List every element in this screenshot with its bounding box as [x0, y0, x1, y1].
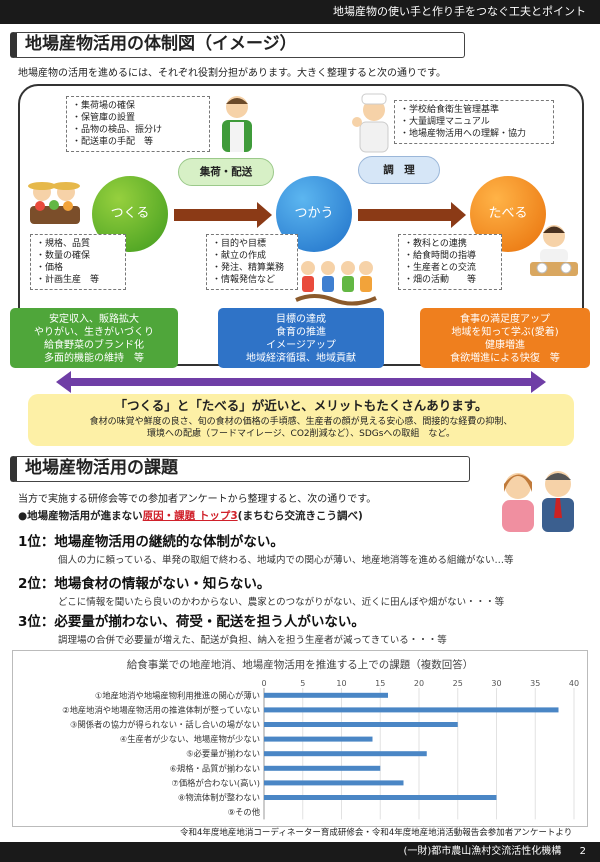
rank2-desc: どこに情報を聞いたら良いのかわからない、農家とのつながりがない、近くに田んぼや畑…	[58, 597, 505, 608]
x-tick-label: 40	[569, 679, 579, 688]
bar	[264, 780, 404, 786]
arrow-make-to-use	[174, 202, 272, 228]
x-tick-label: 25	[453, 679, 463, 688]
note-distribution: ・集荷場の確保 ・保管庫の設置 ・品物の検品、振分け ・配送車の手配 等	[66, 96, 210, 152]
causes-heading-red: 原因・課題 トップ3	[142, 510, 238, 522]
section2-intro: 当方で実施する研修会等での参加者アンケートから整理すると、次の通りです。	[18, 494, 377, 505]
x-tick-label: 35	[530, 679, 540, 688]
note-eat: ・教科との連携 ・給食時間の指導 ・生産者との交流 ・畑の活動 等	[398, 234, 502, 290]
category-label: ⑨その他	[228, 807, 260, 817]
bar	[264, 736, 373, 742]
cook-illustration	[352, 93, 389, 153]
causes-heading: ●地場産物活用が進まない原因・課題 トップ3(まちむら交流きこう調べ)	[18, 510, 363, 522]
merit-box: 「つくる」と「たべる」が近いと、メリットもたくさんあります。 食材の味覚や鮮度の…	[28, 394, 574, 446]
chart-source: 令和4年度地産地消コーディネーター育成研修会・令和4年度地産地消活動報告会参加者…	[180, 828, 573, 838]
rank3-desc: 調理場の合併で必要量が増えた、配送が負担、納入を担う生産者が減ってきている・・・…	[58, 635, 447, 646]
bar	[264, 692, 388, 698]
rank1-desc: 個人の力に頼っている、単発の取組で終わる、地域内での関心が薄い、地産地消等を進め…	[58, 555, 514, 566]
double-arrow	[56, 371, 546, 393]
chart-frame	[12, 650, 588, 827]
merit-line2: 環境への配慮（フードマイレージ、CO2削減など）、SDGsへの取組 など。	[146, 429, 455, 439]
note-use: ・目的や目標 ・献立の作成 ・発注、精算業務 ・情報発信など	[206, 234, 298, 290]
category-label: ⑦価格が合わない(高い)	[171, 778, 260, 788]
footer-bar: (一財)都市農山漁村交流活性化機構 2	[0, 842, 600, 862]
bar	[264, 707, 559, 713]
category-label: ①地産地消や地場産物利用推進の関心が薄い	[95, 690, 260, 700]
category-label: ③関係者の協力が得られない・話し合いの場がない	[70, 720, 260, 730]
merit-line1: 食材の味覚や鮮度の良さ、旬の食材の価格の手頃感、生産者の顔が見える安心感、間接的…	[89, 417, 513, 427]
category-label: ⑥規格・品質が揃わない	[170, 763, 260, 773]
x-tick-label: 5	[300, 679, 305, 688]
category-label: ④生産者が少ない、地場産物が少ない	[120, 734, 260, 744]
note-cooking: ・学校給食衛生管理基準 ・大量調理マニュアル ・地場産物活用への理解・協力	[394, 100, 554, 144]
bar	[264, 765, 381, 771]
bar	[264, 751, 427, 757]
children-illustration	[295, 261, 377, 306]
x-tick-label: 30	[491, 679, 501, 688]
worried-people-illustration	[502, 471, 574, 532]
oval-distribution: 集荷・配送	[178, 158, 274, 186]
benefit-use-box: 目標の達成 食育の推進 イメージアップ 地域経済循環、地域貢献	[218, 308, 384, 368]
category-label: ⑤必要量が揃わない	[186, 749, 260, 759]
page-number: 2	[579, 846, 586, 857]
chart-title: 給食事業での地産地消、地場産物活用を推進する上での課題（複数回答）	[126, 659, 474, 671]
header-bar: 地場産物の使い手と作り手をつなぐ工夫とポイント	[0, 0, 600, 24]
oval-cooking: 調 理	[358, 156, 440, 184]
bar	[264, 722, 458, 727]
x-tick-label: 15	[375, 679, 385, 688]
category-label: ②地産地消や地場産物活用の推進体制が整っていない	[62, 705, 260, 715]
arrow-use-to-eat	[358, 202, 466, 228]
distributor-illustration	[222, 96, 252, 152]
rank3-title: 3位：必要量が揃わない、荷受・配送を担う人がいない。	[18, 614, 365, 630]
note-make: ・規格、品質 ・数量の確保 ・価格 ・計画生産 等	[30, 234, 126, 290]
benefit-eat-box: 食事の満足度アップ 地域を知って学ぶ(愛着) 健康増進 食欲増進による快復 等	[420, 308, 590, 368]
benefit-make-box: 安定収入、販路拡大 やりがい、生きがいづくり 給食野菜のブランド化 多面的機能の…	[10, 308, 178, 368]
rank1-title: 1位：地場産物活用の継続的な体制がない。	[18, 534, 284, 550]
header-title: 地場産物の使い手と作り手をつなぐ工夫とポイント	[333, 5, 586, 18]
eating-child-illustration	[530, 225, 578, 276]
bar-chart: 0 5 10 15 20 25 30 35 40 ①地産地消や地場産物利用推進の関心が薄い ②地産地…	[62, 679, 579, 820]
bar	[264, 795, 497, 800]
x-tick-label: 20	[414, 679, 424, 688]
x-tick-label: 0	[261, 679, 266, 688]
section1-title: 地場産物活用の体制図（イメージ）	[10, 32, 465, 58]
category-label: ⑧物流体制が整わない	[178, 793, 260, 803]
section1-intro: 地場産物の活用を進めるには、それぞれ役割分担があります。大きく整理すると次の通り…	[18, 68, 446, 79]
section2-title: 地場産物活用の課題	[10, 456, 470, 482]
circle-eat: たべる	[470, 176, 546, 252]
merit-headline: 「つくる」と「たべる」が近いと、メリットもたくさんあります。	[114, 398, 488, 413]
x-tick-label: 10	[336, 679, 346, 688]
farmers-illustration	[28, 182, 80, 224]
rank2-title: 2位：地場食材の情報がない・知らない。	[18, 576, 271, 592]
footer-org: (一財)都市農山漁村交流活性化機構	[403, 846, 562, 857]
